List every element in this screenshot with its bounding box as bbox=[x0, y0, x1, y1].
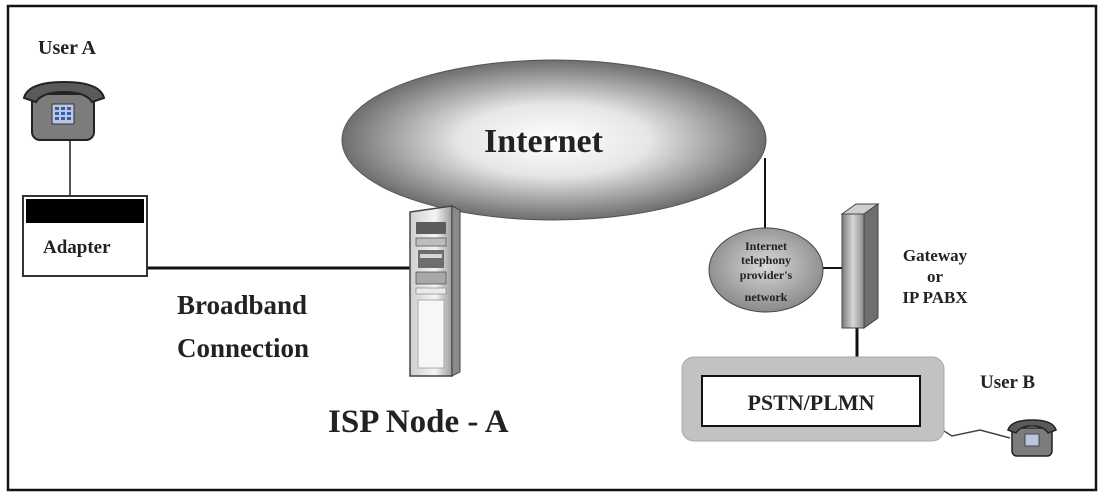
pstn-box bbox=[701, 375, 921, 427]
adapter-box: Adapter bbox=[22, 195, 148, 277]
internet-label: Internet bbox=[484, 123, 604, 160]
provider-label-line3: provider's bbox=[740, 268, 793, 282]
provider-label-line1: Internet bbox=[745, 239, 787, 253]
telephone-icon bbox=[1007, 419, 1057, 457]
adapter-label: Adapter bbox=[43, 237, 111, 258]
provider-label-line2: telephony bbox=[741, 253, 791, 267]
gateway-label-line3: IP PABX bbox=[902, 288, 968, 307]
provider-network-cloud bbox=[708, 227, 824, 313]
telephone-icon bbox=[22, 80, 106, 141]
server-tower-icon bbox=[409, 205, 461, 377]
broadband-label-line1: Broadband bbox=[177, 290, 307, 320]
user-b-label: User B bbox=[980, 372, 1035, 393]
provider-label-line4: network bbox=[745, 290, 788, 304]
isp-node-label: ISP Node - A bbox=[328, 404, 509, 440]
broadband-label-line2: Connection bbox=[177, 333, 309, 363]
gateway-label-line2: or bbox=[927, 267, 944, 286]
gateway-box-icon bbox=[840, 203, 880, 329]
user-a-label: User A bbox=[38, 37, 97, 59]
gateway-label-line1: Gateway bbox=[903, 246, 968, 265]
pstn-label: PSTN/PLMN bbox=[747, 390, 874, 415]
internet-cloud bbox=[341, 59, 767, 221]
